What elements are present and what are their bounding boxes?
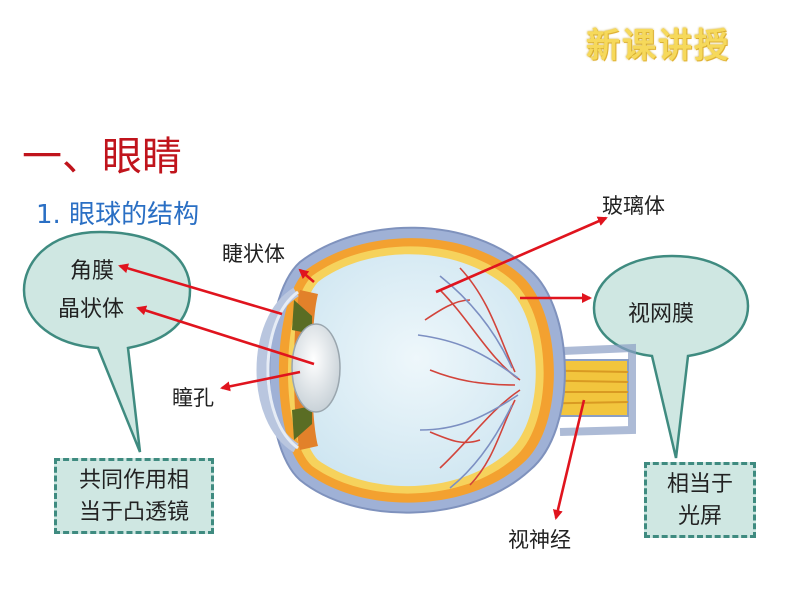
label-retina: 视网膜 bbox=[628, 302, 695, 327]
arrow-ciliary bbox=[298, 268, 315, 283]
right-bubble bbox=[592, 254, 750, 459]
vitreous-body bbox=[297, 254, 536, 487]
arrow-cornea bbox=[118, 263, 283, 316]
page-title: 一、眼睛 bbox=[22, 134, 182, 180]
label-pupil: 瞳孔 bbox=[172, 386, 214, 410]
left-bubble bbox=[22, 230, 192, 453]
label-optic-nerve: 视神经 bbox=[508, 528, 571, 552]
label-lens: 晶状体 bbox=[58, 297, 125, 322]
arrow-lens bbox=[136, 305, 315, 366]
pointer-arrows bbox=[118, 216, 608, 520]
note-left-line1: 共同作用相 bbox=[78, 468, 189, 493]
arrow-optic-nerve bbox=[552, 399, 586, 520]
page-subtitle: 1. 眼球的结构 bbox=[36, 200, 200, 230]
note-left-line2: 当于凸透镜 bbox=[78, 500, 189, 525]
lens bbox=[291, 323, 341, 413]
label-vitreous-body: 玻璃体 bbox=[602, 194, 665, 218]
label-cornea: 角膜 bbox=[70, 259, 115, 284]
note-right-line1: 相当于 bbox=[666, 472, 733, 497]
cornea bbox=[256, 287, 299, 453]
note-lens-function: 共同作用相 当于凸透镜 bbox=[54, 458, 214, 534]
label-ciliary-body: 睫状体 bbox=[222, 242, 285, 266]
note-right-line2: 光屏 bbox=[677, 504, 722, 529]
section-badge: 新课讲授 bbox=[586, 26, 730, 66]
note-retina-function: 相当于 光屏 bbox=[644, 462, 756, 538]
blood-vessels bbox=[417, 267, 521, 489]
arrow-pupil bbox=[220, 370, 301, 392]
arrow-vitreous bbox=[435, 216, 608, 294]
